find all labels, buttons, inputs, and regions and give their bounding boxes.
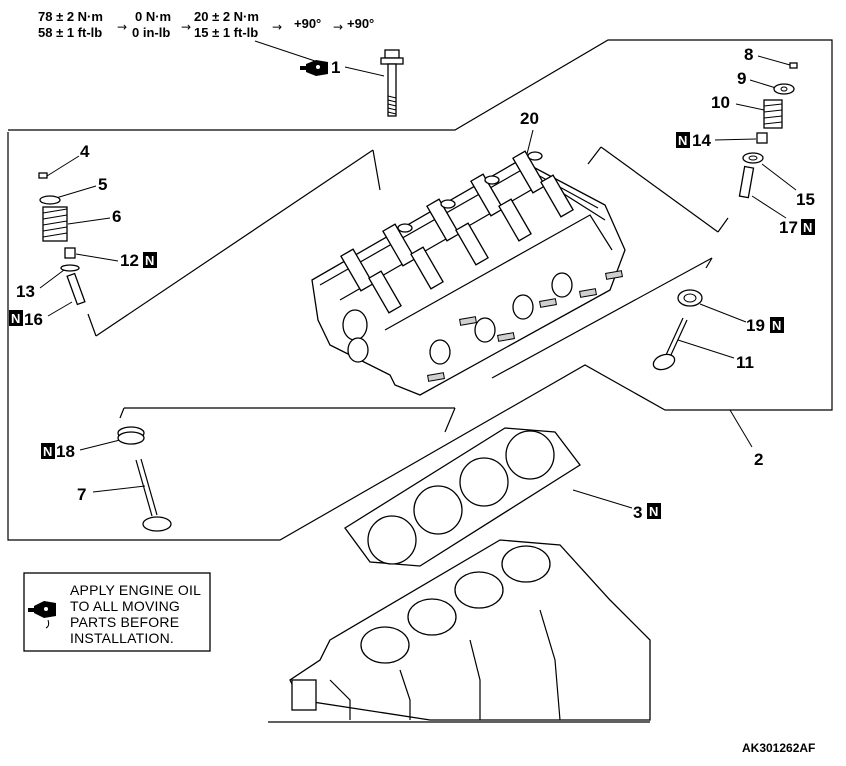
cam-towers — [340, 150, 574, 314]
torque-arrow-4: → — [333, 20, 343, 34]
torque-step3-ftlb: 15 ± 1 ft-lb — [194, 25, 258, 40]
valve-spring-right — [763, 99, 783, 129]
torque-step2-inlb: 0 in-lb — [132, 25, 170, 40]
intake-valve — [652, 317, 688, 371]
torque-step2-nm: 0 N·m — [135, 9, 171, 24]
callout-18: 18 — [56, 442, 75, 461]
torque-step3-nm: 20 ± 2 N·m — [194, 9, 259, 24]
torque-arrow-1: → — [117, 20, 127, 34]
svg-text:N: N — [678, 133, 687, 148]
svg-text:N: N — [649, 504, 658, 519]
svg-text:N: N — [145, 253, 154, 268]
torque-step1-nm: 78 ± 2 N·m — [38, 9, 103, 24]
valve-head — [142, 516, 172, 532]
assembly-outline: 2 — [7, 39, 833, 541]
n-badge-17: N — [801, 219, 815, 235]
callout-14: 14 — [692, 131, 711, 150]
note-line-4: INSTALLATION. — [70, 630, 174, 646]
cylinder-block — [268, 539, 651, 723]
spring-seat — [60, 264, 80, 272]
n-badge-3: N — [647, 503, 661, 519]
n-badge-18: N — [41, 443, 55, 459]
svg-text:N: N — [11, 311, 20, 326]
note-line-2: TO ALL MOVING — [70, 598, 180, 614]
oil-note-box: APPLY ENGINE OIL TO ALL MOVING PARTS BEF… — [23, 572, 211, 652]
ports — [342, 272, 573, 365]
valve-stem-seal-right — [677, 289, 703, 307]
torque-step1-ftlb: 58 ± 1 ft-lb — [38, 25, 102, 40]
callout-16: 16 — [24, 310, 43, 329]
note-line-3: PARTS BEFORE — [70, 614, 179, 630]
torque-spec: 78 ± 2 N·m 58 ± 1 ft-lb → 0 N·m 0 in-lb … — [38, 9, 374, 63]
callout-9: 9 — [737, 69, 746, 88]
retainer-lock — [38, 172, 48, 179]
callout-13: 13 — [16, 282, 35, 301]
svg-text:N: N — [803, 220, 812, 235]
callout-6: 6 — [112, 207, 121, 226]
n-badge-12: N — [143, 252, 157, 268]
valve-stem-seal — [64, 247, 76, 259]
callout-8: 8 — [744, 45, 753, 64]
torque-step4: +90° — [294, 16, 321, 31]
studs — [427, 270, 623, 382]
valve-guide — [66, 272, 86, 306]
plug-tubes — [397, 151, 543, 233]
callout-4: 4 — [80, 142, 90, 161]
callout-7: 7 — [77, 485, 86, 504]
callout-17: 17 — [779, 218, 798, 237]
note-line-1: APPLY ENGINE OIL — [70, 582, 201, 598]
exhaust-valve-parts: 4 5 6 12 N 13 N 16 — [9, 142, 157, 329]
callout-15: 15 — [796, 190, 815, 209]
callout-20: 20 — [520, 109, 539, 128]
n-badge-14: N — [676, 132, 690, 148]
head-bolt: 1 — [300, 49, 404, 117]
oil-can-icon — [28, 601, 56, 629]
callout-12: 12 — [120, 251, 139, 270]
bolt-shank — [387, 63, 397, 117]
torque-arrow-3: → — [272, 20, 282, 34]
callout-19: 19 — [746, 316, 765, 335]
svg-text:N: N — [772, 318, 781, 333]
n-badge-19: N — [770, 317, 784, 333]
callout-3: 3 — [633, 503, 642, 522]
torque-arrow-2: → — [181, 20, 191, 34]
figure-code: AK301262AF — [742, 741, 815, 755]
n-badge-16: N — [9, 310, 23, 326]
bolt-head — [384, 49, 400, 59]
torque-step5: +90° — [347, 16, 374, 31]
head-gasket: 3 N — [344, 427, 661, 567]
torque-leader — [254, 40, 319, 63]
callout-11: 11 — [736, 353, 754, 372]
valve-spring — [42, 206, 68, 242]
cylinder-head: 20 — [311, 109, 626, 396]
intake-valve-parts: 8 9 10 N 14 15 17 N — [652, 45, 815, 372]
callout-1: 1 — [331, 58, 340, 77]
callout-10: 10 — [711, 93, 730, 112]
svg-text:N: N — [43, 444, 52, 459]
oil-can-icon-bolt — [300, 60, 328, 76]
exhaust-valve: N 18 7 — [41, 426, 172, 532]
callout-5: 5 — [98, 175, 107, 194]
spring-retainer — [39, 195, 61, 205]
callout-2: 2 — [754, 450, 763, 469]
